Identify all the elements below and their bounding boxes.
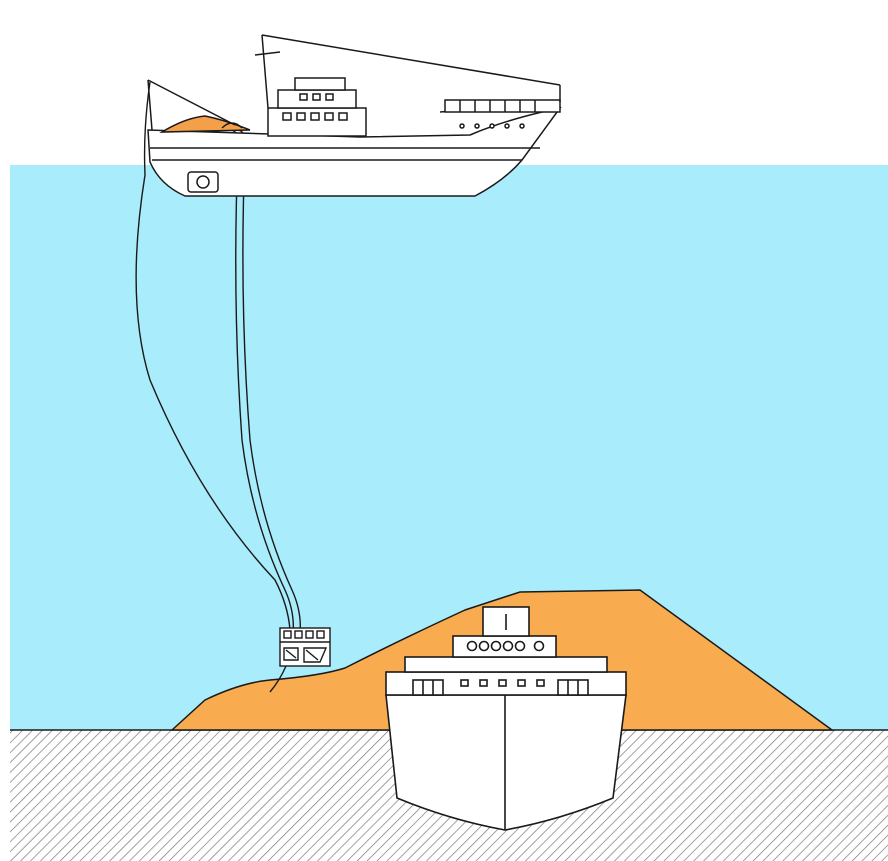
salvage-diagram [0,0,888,861]
